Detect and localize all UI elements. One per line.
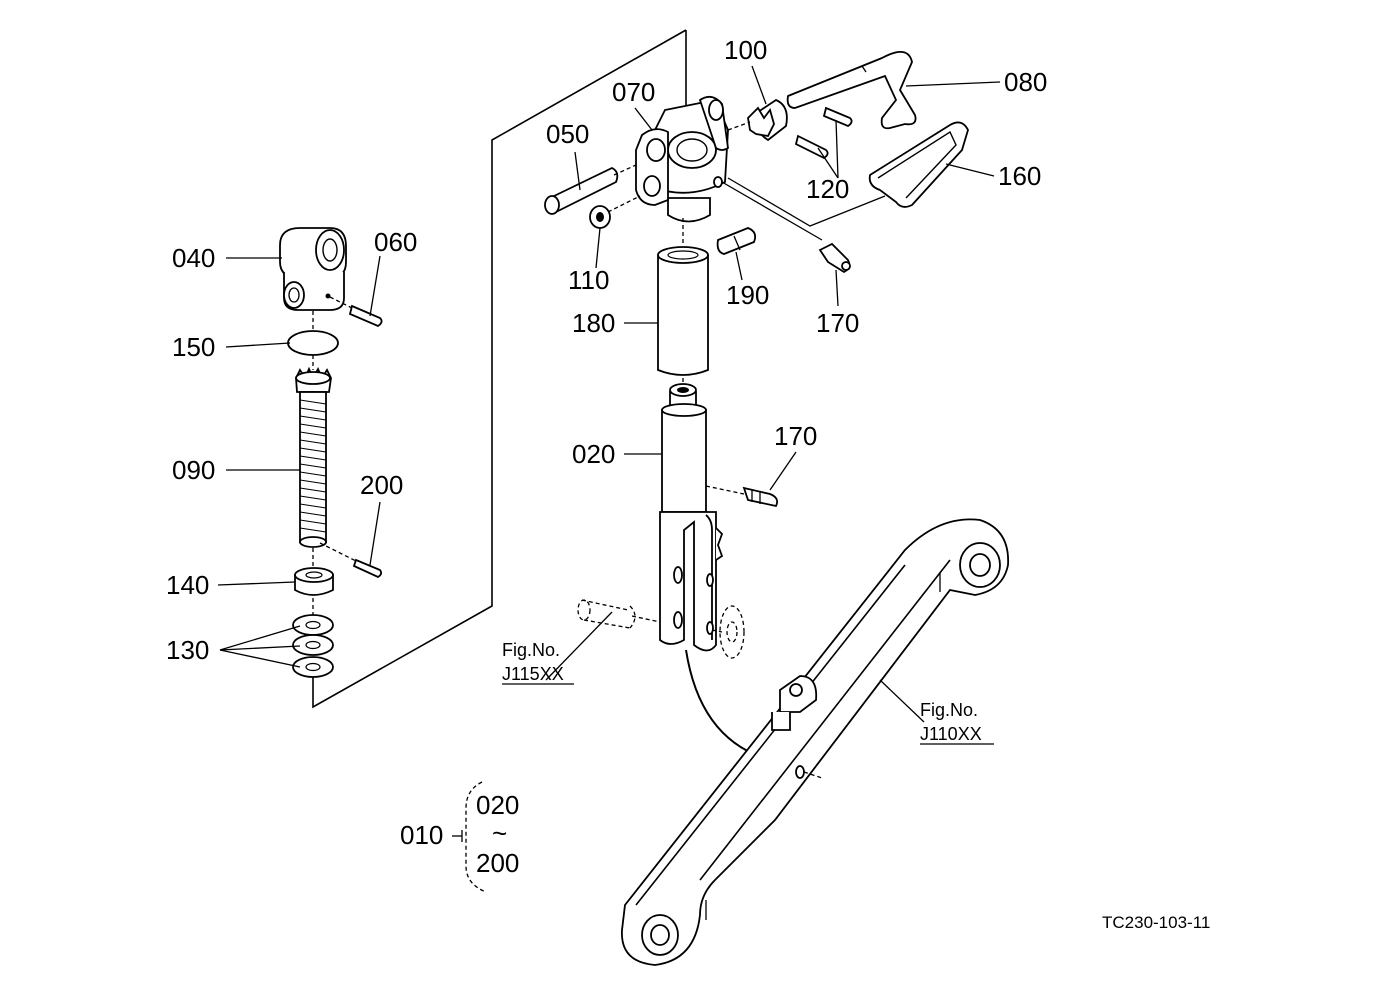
label-100: 100 [724, 35, 767, 65]
part-110-washer [589, 195, 641, 229]
part-090-threaded-shaft [295, 366, 332, 548]
label-200: 200 [360, 470, 403, 500]
part-190-fitting [716, 227, 757, 255]
label-110: 110 [568, 265, 609, 295]
label-200-range: 200 [476, 848, 519, 878]
part-040-block [279, 227, 347, 311]
label-020: 020 [572, 439, 615, 469]
assembly-010-group: 010 020 ~ 200 [400, 781, 519, 893]
part-150-disc [287, 330, 339, 356]
drawing-code: TC230-103-11 [1102, 913, 1210, 932]
label-020-range: 020 [476, 790, 519, 820]
label-150: 150 [172, 332, 215, 362]
part-050-pin [544, 164, 637, 215]
ref-right-fig: Fig.No. [920, 700, 978, 720]
ref-left-code: J115XX [502, 664, 564, 684]
ref-washer-dashed [711, 605, 745, 659]
label-130: 130 [166, 635, 209, 665]
part-180-sleeve [657, 246, 709, 376]
label-010: 010 [400, 820, 443, 850]
label-tilde: ~ [492, 818, 507, 848]
label-160: 160 [998, 161, 1041, 191]
ref-right-code: J110XX [920, 724, 982, 744]
label-180: 180 [572, 308, 615, 338]
label-060: 060 [374, 227, 417, 257]
label-170-lower: 170 [774, 421, 817, 451]
label-070: 070 [612, 77, 655, 107]
assembly-boundary [312, 29, 687, 709]
label-080: 080 [1004, 67, 1047, 97]
label-090: 090 [172, 455, 215, 485]
lower-link-arm [621, 518, 1009, 966]
clip-link-line [727, 177, 886, 227]
part-070-yoke [635, 95, 729, 223]
label-050: 050 [546, 119, 589, 149]
label-170-upper: 170 [816, 308, 859, 338]
part-020-shaft [659, 383, 724, 652]
part-170-grease-nipple-upper [818, 242, 851, 274]
ref-left-fig: Fig.No. [502, 640, 560, 660]
grease-link-line [721, 181, 823, 241]
part-170-grease-nipple-lower [705, 485, 779, 508]
part-060-pin [329, 296, 383, 328]
label-140: 140 [166, 570, 209, 600]
label-120: 120 [806, 174, 849, 204]
part-080-rod [786, 51, 917, 130]
part-100-bevel-gear [727, 98, 788, 142]
label-040: 040 [172, 243, 215, 273]
part-130-washers [292, 614, 334, 678]
part-160-clip [868, 121, 969, 208]
leader-lines [217, 65, 1001, 745]
part-140-nut [294, 567, 334, 596]
part-120-pins [794, 106, 853, 160]
ref-pin-dashed [577, 599, 661, 629]
label-190: 190 [726, 280, 769, 310]
part-200-pin [319, 542, 383, 579]
